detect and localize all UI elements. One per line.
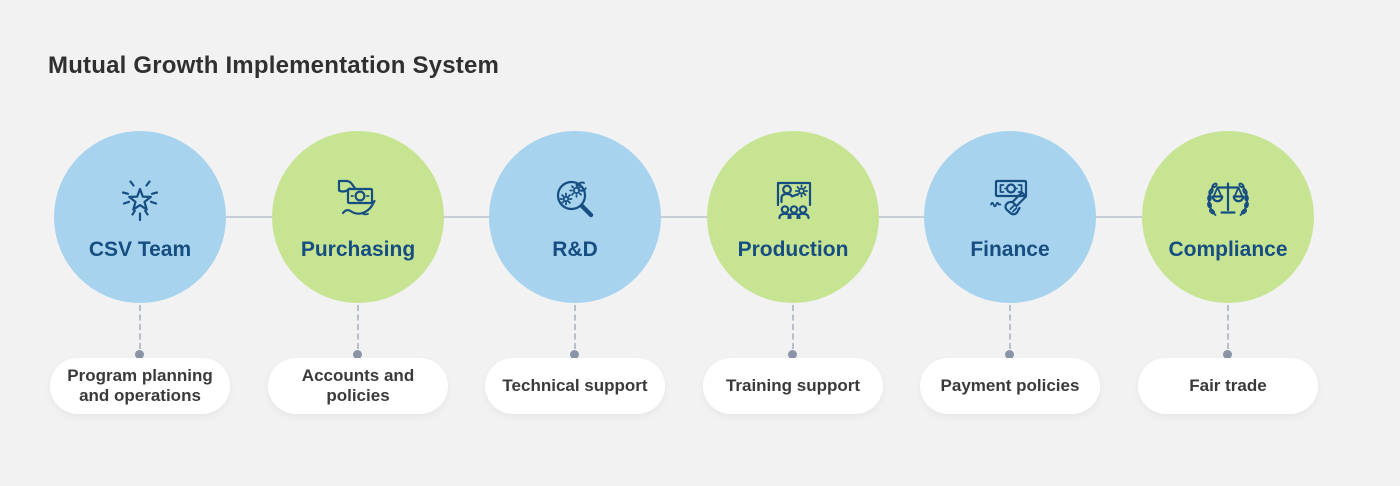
dept-column-csv-team: CSV Team Program planning and operations — [50, 131, 230, 431]
dept-circle: Compliance — [1142, 131, 1314, 303]
dept-description: Technical support — [502, 375, 648, 395]
dept-description: Payment policies — [940, 375, 1080, 395]
dept-label: Finance — [970, 238, 1050, 262]
dept-description-pill: Technical support — [485, 358, 665, 414]
dotted-connector — [1227, 305, 1229, 349]
dept-label: CSV Team — [88, 238, 192, 262]
dept-label: Production — [737, 238, 849, 262]
dept-circle: Production — [707, 131, 879, 303]
dept-column-finance: Finance Payment policies — [920, 131, 1100, 431]
page-title: Mutual Growth Implementation System — [48, 52, 500, 79]
dept-column-production: Production Training support — [703, 131, 883, 431]
dotted-connector — [357, 305, 359, 349]
dept-circle: R&D — [489, 131, 661, 303]
dept-description: Program planning and operations — [67, 365, 213, 405]
dept-circle: Purchasing — [272, 131, 444, 303]
dept-description-pill: Program planning and operations — [50, 358, 230, 414]
connector-dot — [1005, 350, 1014, 359]
dept-column-rnd: R&D Technical support — [485, 131, 665, 431]
horizontal-connector-line — [140, 216, 1228, 218]
dotted-connector — [1009, 305, 1011, 349]
connector-dot — [788, 350, 797, 359]
dotted-connector — [139, 305, 141, 349]
dept-column-compliance: Compliance Fair trade — [1138, 131, 1318, 431]
dept-description-pill: Training support — [703, 358, 883, 414]
dept-description: Training support — [725, 375, 861, 395]
scales-laurel-icon — [1201, 172, 1255, 226]
dept-label: Compliance — [1168, 238, 1288, 262]
dept-column-purchasing: Purchasing Accounts and policies — [268, 131, 448, 431]
dept-circle: Finance — [924, 131, 1096, 303]
dotted-connector — [792, 305, 794, 349]
dept-description: Fair trade — [1189, 375, 1267, 395]
dotted-connector — [574, 305, 576, 349]
connector-dot — [353, 350, 362, 359]
presentation-training-icon — [766, 172, 820, 226]
dept-label: R&D — [552, 238, 598, 262]
connector-dot — [570, 350, 579, 359]
dept-description: Accounts and policies — [301, 365, 415, 405]
hand-money-icon — [331, 172, 385, 226]
star-burst-icon — [113, 172, 167, 226]
dept-description-pill: Fair trade — [1138, 358, 1318, 414]
magnifier-gears-icon — [548, 172, 602, 226]
dept-circle: CSV Team — [54, 131, 226, 303]
dept-description-pill: Accounts and policies — [268, 358, 448, 414]
dept-description-pill: Payment policies — [920, 358, 1100, 414]
dept-label: Purchasing — [300, 238, 416, 262]
connector-dot — [135, 350, 144, 359]
connector-dot — [1223, 350, 1232, 359]
money-signature-icon — [983, 172, 1037, 226]
